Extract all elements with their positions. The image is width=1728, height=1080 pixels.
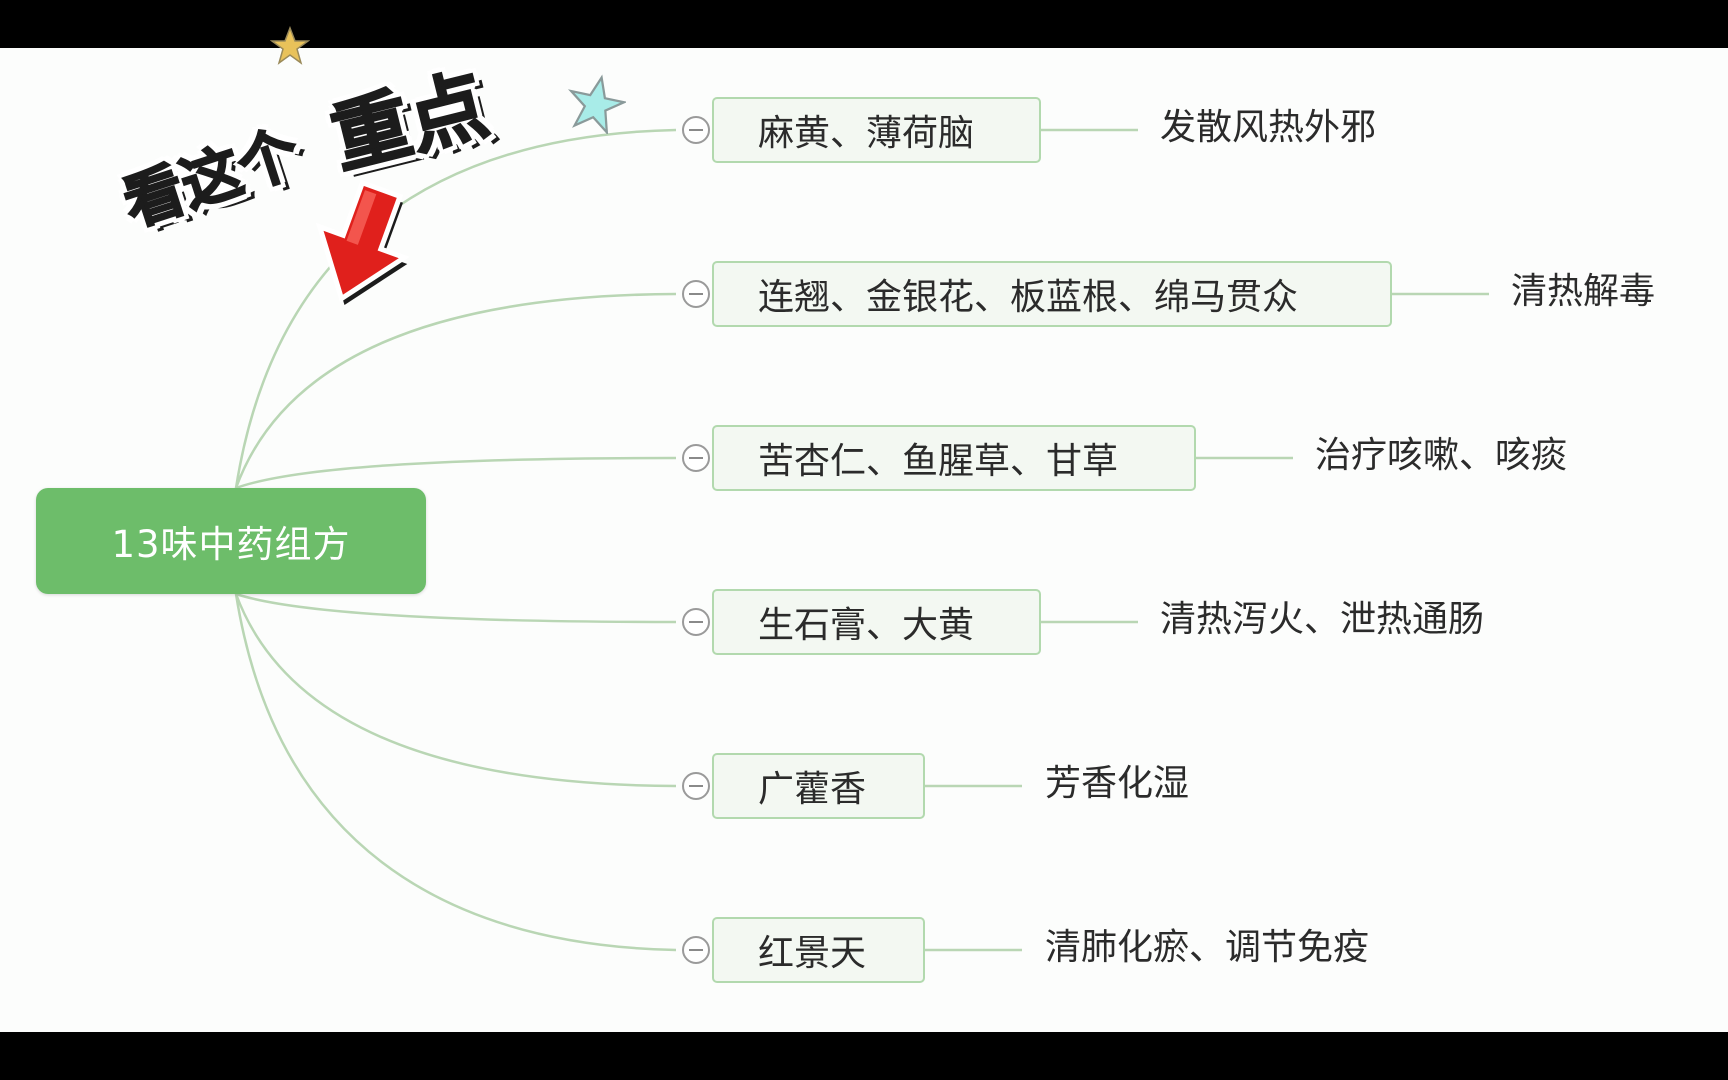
collapse-icon[interactable] bbox=[682, 608, 710, 636]
root-topic-node[interactable]: 13味中药组方 bbox=[36, 488, 426, 594]
branch-effect-label: 清热解毒 bbox=[1511, 271, 1656, 312]
branch-node-4[interactable]: 生石膏、大黄 bbox=[712, 589, 1041, 655]
branch-effect-label: 治疗咳嗽、咳痰 bbox=[1315, 435, 1568, 476]
branch-node-6[interactable]: 红景天 bbox=[712, 917, 925, 983]
collapse-icon[interactable] bbox=[682, 116, 710, 144]
bottom-letterbox-bar bbox=[0, 1032, 1728, 1080]
branch-effect-label: 清肺化瘀、调节免疫 bbox=[1045, 927, 1370, 968]
branch-herbs-label: 苦杏仁、鱼腥草、甘草 bbox=[758, 441, 1119, 482]
star-icon bbox=[567, 74, 626, 134]
collapse-icon[interactable] bbox=[682, 936, 710, 964]
collapse-icon[interactable] bbox=[682, 280, 710, 308]
root-topic-label: 13味中药组方 bbox=[111, 523, 351, 566]
branch-herbs-label: 连翘、金银花、板蓝根、绵马贯众 bbox=[758, 277, 1299, 318]
branch-effect-label: 发散风热外邪 bbox=[1160, 107, 1377, 148]
connector-branch-5 bbox=[234, 593, 677, 788]
arrow-down-icon bbox=[315, 180, 410, 305]
connector-branch-4 bbox=[235, 592, 677, 624]
branch-node-1[interactable]: 麻黄、薄荷脑 bbox=[712, 97, 1041, 163]
branch-node-5[interactable]: 广藿香 bbox=[712, 753, 925, 819]
collapse-icon[interactable] bbox=[682, 444, 710, 472]
collapse-icon[interactable] bbox=[682, 772, 710, 800]
branch-effect-label: 芳香化湿 bbox=[1045, 763, 1190, 804]
branch-node-3[interactable]: 苦杏仁、鱼腥草、甘草 bbox=[712, 425, 1196, 491]
branch-herbs-label: 红景天 bbox=[758, 933, 867, 974]
branch-herbs-label: 生石膏、大黄 bbox=[758, 605, 975, 646]
sticker-text-main: 看这个 bbox=[114, 117, 309, 241]
highlight-sticker: 看这个 重点 bbox=[110, 20, 626, 310]
connector-branch-6 bbox=[234, 593, 677, 952]
branch-herbs-label: 麻黄、薄荷脑 bbox=[758, 113, 975, 154]
branch-effect-label: 清热泻火、泄热通肠 bbox=[1160, 599, 1485, 640]
branch-herbs-label: 广藿香 bbox=[758, 769, 867, 810]
connector-branch-2 bbox=[234, 292, 677, 489]
star-icon bbox=[270, 26, 310, 65]
sticker-text-emphasis: 重点 bbox=[322, 59, 497, 186]
connector-branch-3 bbox=[235, 456, 677, 490]
branch-node-2[interactable]: 连翘、金银花、板蓝根、绵马贯众 bbox=[712, 261, 1392, 327]
